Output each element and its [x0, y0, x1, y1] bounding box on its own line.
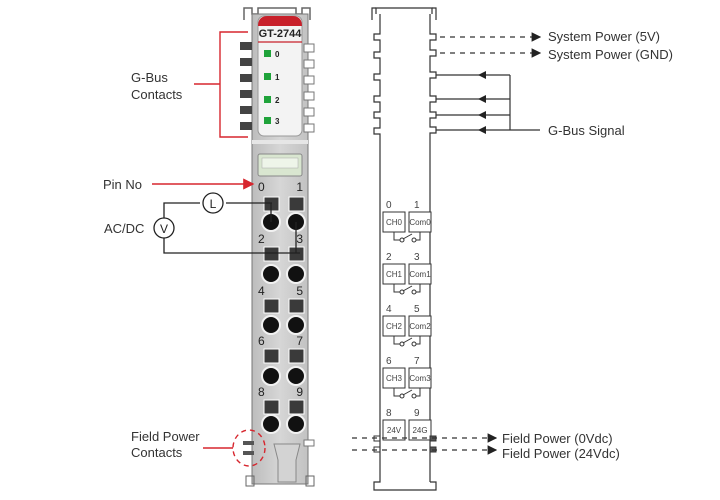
status-leds: 0 1 2 3 — [264, 50, 280, 126]
release-slot[interactable] — [263, 298, 280, 314]
field-power-contacts-label-2: Contacts — [131, 445, 183, 460]
led-2 — [264, 96, 271, 103]
schematic-terminal-label: 24G — [412, 426, 427, 435]
schematic-terminal-label: Com3 — [409, 374, 431, 383]
schematic-terminal-label: Com1 — [409, 270, 431, 279]
schematic-pin-number: 7 — [414, 356, 420, 367]
field-power-24v-label: Field Power (24Vdc) — [502, 446, 620, 461]
schematic-terminal-label: CH2 — [386, 322, 403, 331]
schematic-terminal-label: CH1 — [386, 270, 403, 279]
gbus-signal-arrowheads — [478, 71, 486, 134]
pin-number-9: 9 — [296, 385, 303, 399]
gbus-contacts — [240, 42, 252, 130]
schematic-terminal-label: 24V — [387, 426, 402, 435]
schematic-outline — [371, 7, 437, 491]
led-3 — [264, 117, 271, 124]
wire-hole[interactable] — [286, 414, 306, 434]
terminal-block — [261, 196, 306, 434]
led-0 — [264, 50, 271, 57]
wire-hole[interactable] — [261, 366, 281, 386]
wire-hole[interactable] — [286, 315, 306, 335]
schematic-pin-number: 4 — [386, 304, 392, 315]
schematic-terminal-box — [382, 419, 406, 441]
voltage-label: V — [160, 222, 168, 236]
gbus-signal-label: G-Bus Signal — [548, 123, 625, 138]
pin-number-5: 5 — [296, 284, 303, 298]
wire-hole[interactable] — [261, 315, 281, 335]
pin-number-0: 0 — [258, 180, 265, 194]
gbus-contacts-label-1: G-Bus — [131, 70, 168, 85]
wire-hole[interactable] — [261, 414, 281, 434]
pin-number-8: 8 — [258, 385, 265, 399]
schematic-terminal-label: Com0 — [409, 218, 431, 227]
wire-hole[interactable] — [286, 264, 306, 284]
side-notches — [303, 43, 315, 133]
power-terminal-group: 8 9 24V 24G — [382, 408, 432, 441]
field-power-highlight — [232, 429, 266, 467]
release-slot[interactable] — [263, 246, 280, 262]
schematic-pin-number: 9 — [414, 408, 420, 419]
pin-number-6: 6 — [258, 334, 265, 348]
module-photo: GT-2744 0 1 2 3 0 1 2 3 4 5 6 7 8 9 — [240, 7, 315, 487]
load-label: L — [210, 197, 217, 211]
release-slot[interactable] — [263, 348, 280, 364]
schematic-pin-number: 3 — [414, 252, 420, 263]
led-label-0: 0 — [275, 50, 280, 59]
schematic-pin-number: 1 — [414, 200, 420, 211]
pin-number-2: 2 — [258, 232, 265, 246]
relay-switch-icon — [393, 336, 421, 347]
pin-number-1: 1 — [296, 180, 303, 194]
model-label: GT-2744 — [259, 28, 303, 40]
pin-number-7: 7 — [296, 334, 303, 348]
gbus-bracket — [194, 31, 248, 138]
relay-switch-icon — [393, 388, 421, 399]
field-power-contacts-label-1: Field Power — [131, 429, 200, 444]
led-label-1: 1 — [275, 73, 280, 82]
schematic-pin-number: 8 — [386, 408, 392, 419]
pin-number-4: 4 — [258, 284, 265, 298]
field-power-0v-label: Field Power (0Vdc) — [502, 431, 613, 446]
release-slot[interactable] — [288, 298, 305, 314]
schematic-pin-number: 5 — [414, 304, 420, 315]
led-1 — [264, 73, 271, 80]
schematic-terminal-label: Com2 — [409, 322, 431, 331]
load-symbol — [202, 192, 224, 214]
schematic-pin-number: 6 — [386, 356, 392, 367]
gbus-contacts-label-2: Contacts — [131, 87, 183, 102]
pin-number-3: 3 — [296, 232, 303, 246]
field-power-contacts — [243, 441, 254, 455]
schematic-terminal-label: CH0 — [386, 218, 403, 227]
release-slot[interactable] — [288, 348, 305, 364]
schematic-pin-number: 2 — [386, 252, 392, 263]
system-power-gnd-label: System Power (GND) — [548, 47, 673, 62]
release-slot[interactable] — [288, 399, 305, 415]
release-slot[interactable] — [263, 399, 280, 415]
relay-switch-icon — [393, 284, 421, 295]
wire-hole[interactable] — [286, 366, 306, 386]
schematic-terminal-box — [408, 419, 432, 441]
wire-hole[interactable] — [261, 264, 281, 284]
release-slot[interactable] — [288, 196, 305, 212]
relay-switch-icon — [393, 232, 421, 243]
schematic-terminal-label: CH3 — [386, 374, 403, 383]
schematic-pin-number: 0 — [386, 200, 392, 211]
ac-dc-label: AC/DC — [104, 221, 144, 236]
led-label-3: 3 — [275, 117, 280, 126]
bottom-latch — [273, 443, 301, 483]
system-power-5v-label: System Power (5V) — [548, 29, 660, 44]
led-label-2: 2 — [275, 96, 280, 105]
voltage-source-symbol — [153, 217, 175, 239]
gbus-signal-lines — [436, 74, 540, 131]
pin-no-label: Pin No — [103, 177, 142, 192]
label-panel-header — [258, 16, 302, 26]
external-wiring — [163, 202, 300, 254]
